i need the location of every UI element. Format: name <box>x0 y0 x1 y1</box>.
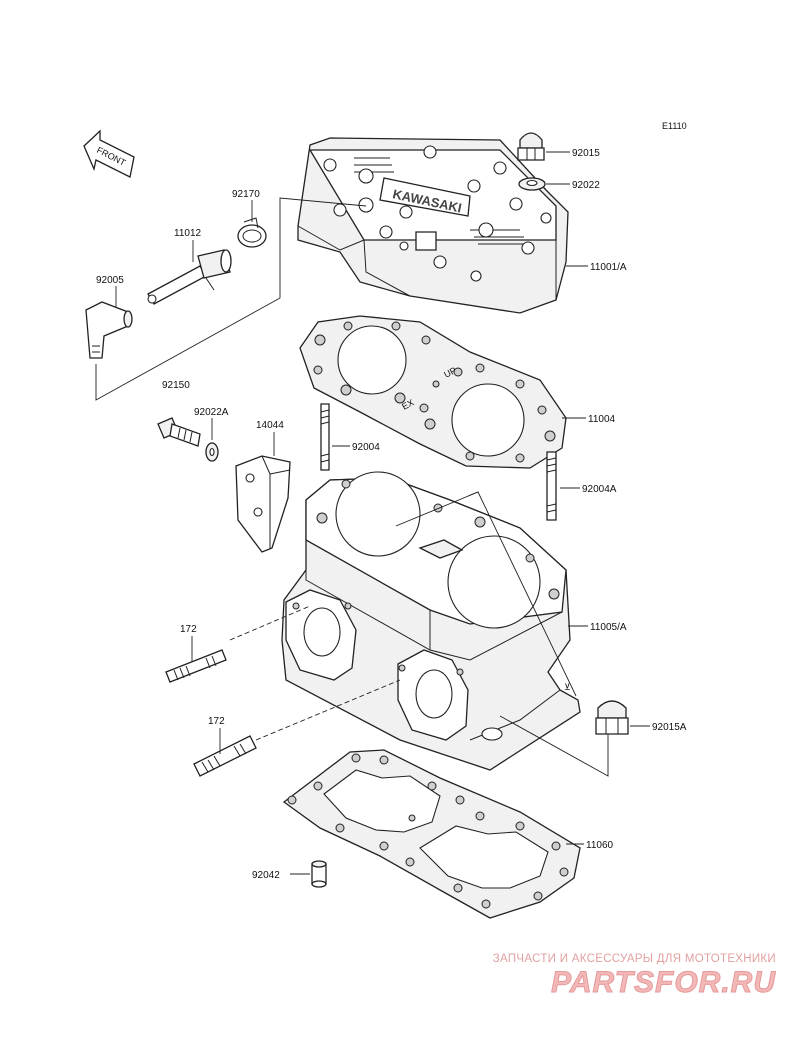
diagram-code: E1110 <box>662 121 687 131</box>
label-172-lower: 172 <box>208 716 225 727</box>
stud-172-lower <box>193 735 257 777</box>
stud-92004 <box>320 403 330 471</box>
cylinder-block: ⊻ <box>281 471 581 771</box>
cap-nut-92015 <box>517 132 545 161</box>
label-92015: 92015 <box>572 148 600 159</box>
label-92170: 92170 <box>232 189 260 200</box>
bracket-14044 <box>235 455 291 553</box>
label-11012: 11012 <box>174 228 202 239</box>
stud-92004a <box>546 451 557 521</box>
base-gasket <box>282 749 581 919</box>
fitting-11012 <box>147 249 232 305</box>
label-11001a: 11001/A <box>590 262 627 273</box>
dowel-pin-92042 <box>311 860 327 888</box>
stud-172-upper <box>165 649 227 683</box>
clamp-92170 <box>237 217 267 248</box>
label-92042: 92042 <box>252 870 280 881</box>
label-11004: 11004 <box>588 414 616 425</box>
cylinder-head: KAWASAKI <box>297 137 569 314</box>
label-92004a: 92004A <box>582 484 617 495</box>
gasket-ex-mark: EX <box>400 397 415 411</box>
watermark-tagline: ЗАПЧАСТИ И АКСЕССУАРЫ ДЛЯ МОТОТЕХНИКИ <box>493 953 776 965</box>
head-gasket: UP EX <box>299 315 567 469</box>
label-92150: 92150 <box>162 380 190 391</box>
washer-92022 <box>518 177 546 191</box>
label-92022a: 92022A <box>194 407 229 418</box>
front-arrow-icon: FRONT <box>83 129 135 178</box>
label-92022: 92022 <box>572 180 600 191</box>
cap-nut-92015a <box>595 700 629 735</box>
label-14044: 14044 <box>256 420 284 431</box>
label-11005a: 11005/A <box>590 622 627 633</box>
label-92004: 92004 <box>352 442 380 453</box>
label-92005: 92005 <box>96 275 124 286</box>
label-11060: 11060 <box>586 840 614 851</box>
label-92015a: 92015A <box>652 722 687 733</box>
elbow-fitting-92005 <box>85 301 133 359</box>
bolt-with-washer <box>157 417 219 462</box>
watermark-logo: PARTSFOR.RU <box>551 966 776 999</box>
block-mark: ⊻ <box>564 682 571 692</box>
label-172-upper: 172 <box>180 624 197 635</box>
